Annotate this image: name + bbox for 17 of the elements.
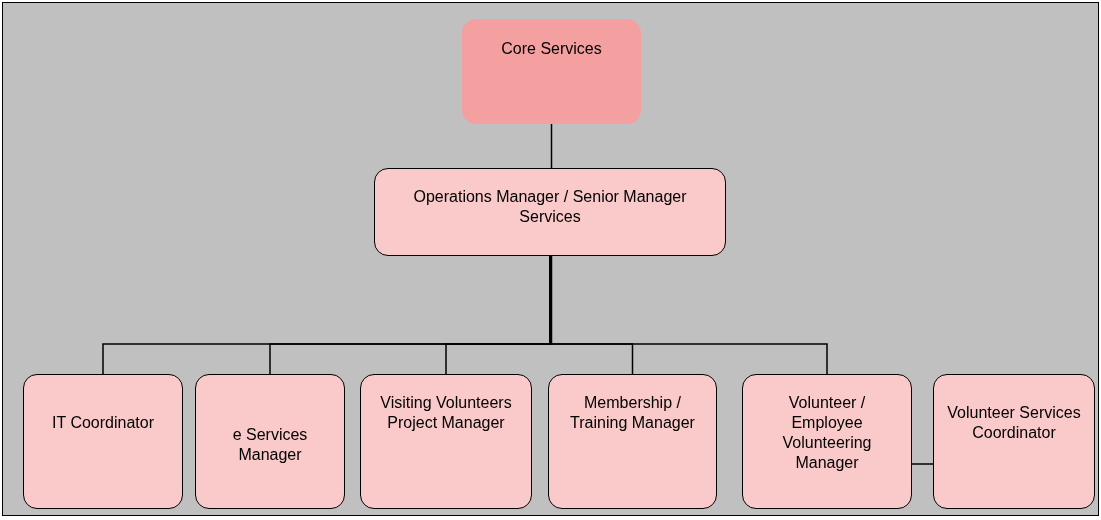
role-label: Operations Manager / Senior Manager Services (412, 187, 688, 227)
org-box (195, 374, 345, 509)
connector-line (911, 463, 934, 465)
role-label: Volunteer / Employee Volunteering Manager (781, 393, 873, 473)
role-label: Membership / Training Manager (569, 393, 696, 433)
org-box (742, 374, 912, 509)
org-box (548, 374, 717, 509)
role-label: Core Services (501, 39, 602, 59)
role-label: Visiting Volunteers Project Manager (379, 393, 513, 433)
role-label: e Services Manager (231, 425, 309, 465)
role-label: Volunteer Services Coordinator (946, 403, 1082, 443)
org-box (933, 374, 1095, 509)
org-box (23, 374, 183, 509)
org-box (360, 374, 532, 509)
org-box (374, 168, 726, 256)
role-label: IT Coordinator (52, 413, 154, 433)
org-box (462, 19, 641, 124)
